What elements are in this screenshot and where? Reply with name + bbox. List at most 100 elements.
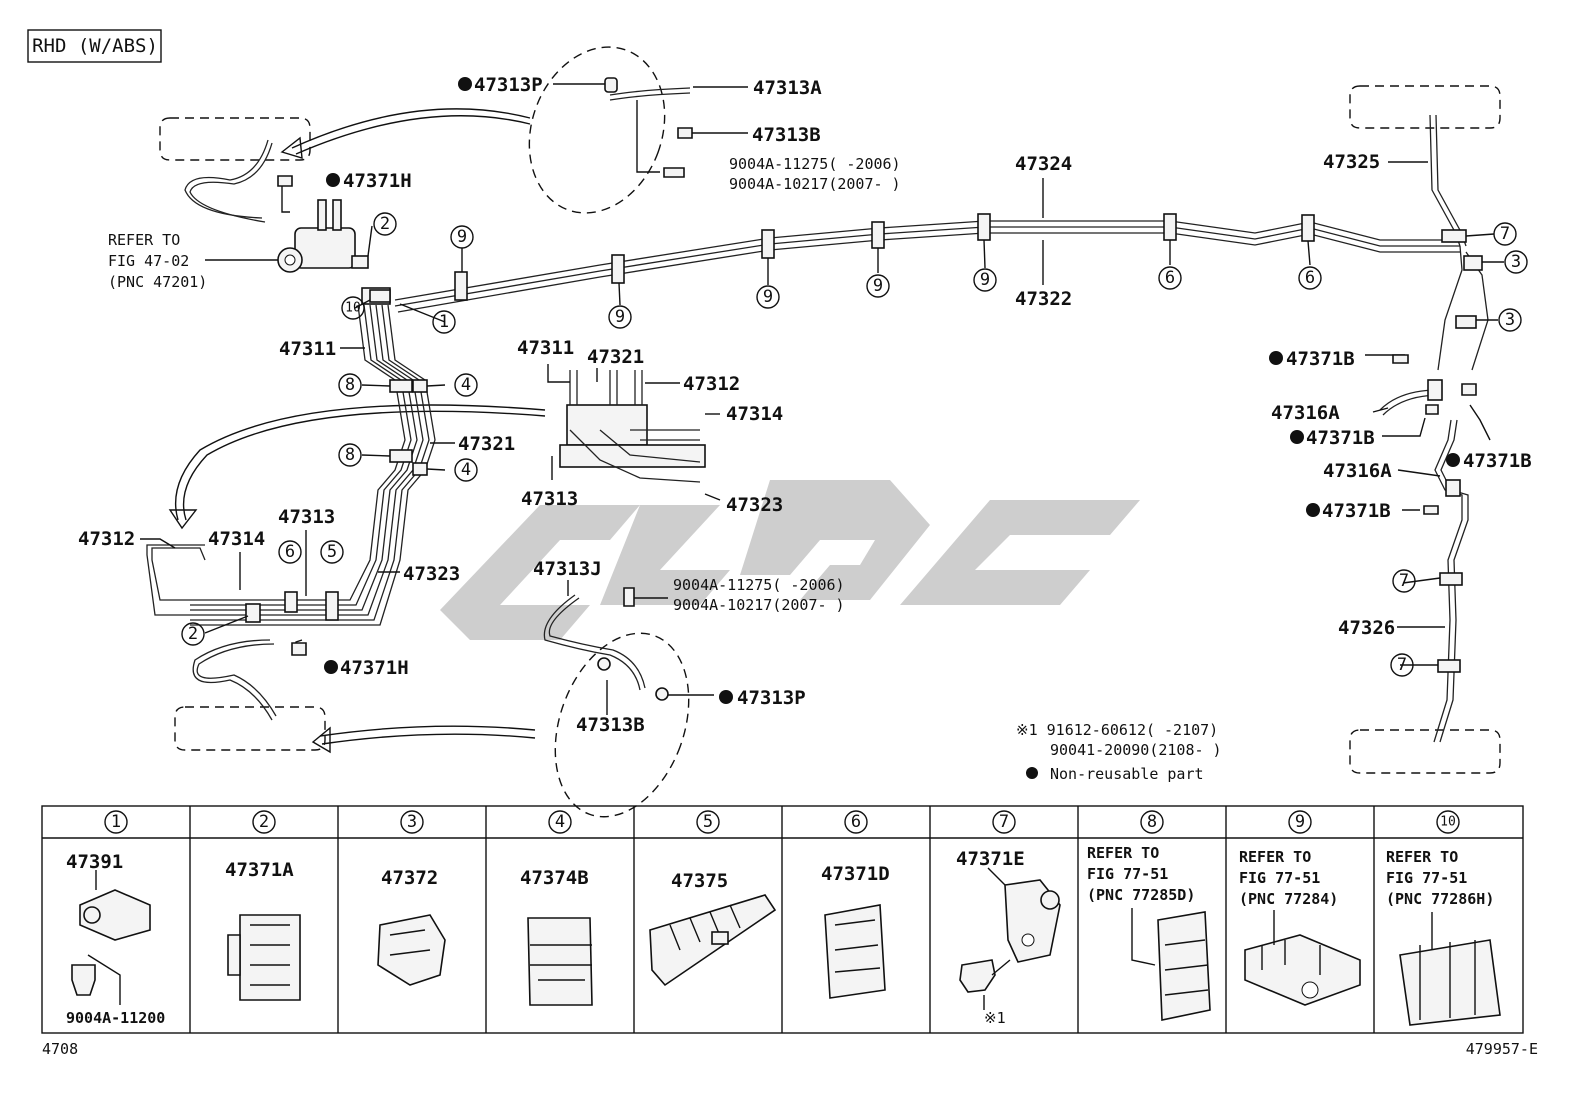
legend-10-illustration	[1399, 912, 1501, 1026]
wheel-box-front-left-top	[159, 117, 311, 161]
watermark-logo	[440, 480, 1140, 640]
circle-1: 1	[439, 312, 449, 332]
footer-figure-code: 479957-E	[1466, 1040, 1538, 1058]
wheel-box-rear-top	[1349, 85, 1501, 129]
callout-bolt-top-1: 9004A-11275( -2006)	[729, 155, 901, 173]
callout-47326: 47326	[1338, 617, 1395, 639]
circle-7-b: 7	[1399, 571, 1409, 591]
callout-47321-left: 47321	[458, 433, 515, 455]
callout-47322: 47322	[1015, 288, 1072, 310]
callout-refer-main-1: REFER TO	[108, 231, 180, 249]
legend-3-part: 47372	[381, 867, 438, 889]
legend-1-illustration	[71, 870, 151, 1005]
legend-9-line-2: FIG 77-51	[1239, 869, 1320, 887]
circle-2-bottom: 2	[188, 624, 198, 644]
diagram-circle-numbers: 2 1 10 9 9 9 9 9 6 6 7 3 3 7 7 8 4 8 4 6…	[181, 212, 1528, 677]
callout-47311-left: 47311	[279, 338, 336, 360]
note-1a: ※1 91612-60612( -2107)	[1016, 721, 1218, 739]
legend-7-part-a: 47371E	[956, 848, 1025, 870]
callout-47313J: 47313J	[533, 558, 602, 580]
callout-47371B-4: 47371B	[1322, 500, 1391, 522]
callout-47323-left: 47323	[403, 563, 460, 585]
callout-bolt-mid-1: 9004A-11275( -2006)	[673, 576, 845, 594]
circle-7-a: 7	[1500, 224, 1510, 244]
bolt-47313B-bottom	[597, 657, 611, 671]
rear-hose-fittings	[1427, 379, 1461, 497]
callout-47316A-1: 47316A	[1271, 402, 1340, 424]
part-callouts: 47313P 47313A 47313B 9004A-11275( -2006)…	[78, 74, 1532, 783]
callout-47313B-top: 47313B	[752, 124, 821, 146]
callout-47321-inset: 47321	[587, 346, 644, 368]
legend-9-line-3: (PNC 77284)	[1239, 890, 1338, 908]
reference-arrows	[168, 108, 546, 754]
callout-refer-main-3: (PNC 47201)	[108, 273, 207, 291]
callout-47314-inset: 47314	[726, 403, 783, 425]
legend-num-7: 7	[999, 812, 1009, 832]
circle-3-b: 3	[1505, 310, 1515, 330]
variant-label: RHD (W/ABS)	[32, 35, 158, 57]
clip-47313P-bottom	[655, 687, 669, 701]
junction-block-inset	[559, 370, 706, 483]
legend-1-part-b: 9004A-11200	[66, 1009, 165, 1027]
detail-ellipse-top	[528, 46, 666, 214]
legend-5-part: 47375	[671, 870, 728, 892]
legend-4-illustration	[527, 917, 593, 1006]
legend-table: 1 2 3 4 5 6 7 8 9 10 47391 9004A-11200 4…	[41, 805, 1524, 1034]
callout-47371B-1: 47371B	[1286, 348, 1355, 370]
circle-6-a: 6	[1165, 268, 1175, 288]
legend-num-9: 9	[1295, 812, 1305, 832]
circle-2-top: 2	[380, 214, 390, 234]
legend-10-line-3: (PNC 77286H)	[1386, 890, 1494, 908]
note-nonreusable: Non-reusable part	[1050, 765, 1204, 783]
circle-8-a: 8	[345, 375, 355, 395]
callout-bolt-top-2: 9004A-10217(2007- )	[729, 175, 901, 193]
legend-num-6: 6	[851, 812, 861, 832]
bolt-mid	[623, 587, 635, 607]
non-reusable-bullets	[324, 77, 1460, 779]
circle-4-b: 4	[461, 460, 471, 480]
callout-47371H-bottom: 47371H	[340, 657, 409, 679]
callout-47371B-2: 47371B	[1306, 427, 1375, 449]
circle-4-a: 4	[461, 375, 471, 395]
legend-8-line-3: (PNC 77285D)	[1087, 886, 1195, 904]
callout-47313A: 47313A	[753, 77, 822, 99]
wheel-box-rear-bottom	[1349, 729, 1501, 774]
bolt-47313B-top	[677, 127, 693, 139]
legend-7-illustration	[959, 867, 1061, 1010]
leader-lines	[140, 83, 1504, 715]
legend-num-3: 3	[407, 812, 417, 832]
wheel-box-front-left-bottom	[174, 706, 326, 751]
legend-8-line-1: REFER TO	[1087, 844, 1159, 862]
legend-5-illustration	[649, 894, 777, 987]
circle-5: 5	[327, 542, 337, 562]
callout-47324: 47324	[1015, 153, 1072, 175]
detail-ellipse-bottom	[554, 632, 690, 818]
circle-9-d: 9	[873, 276, 883, 296]
clip-47313P-top	[604, 77, 618, 93]
circle-6-c: 6	[285, 542, 295, 562]
callout-47313B-bottom: 47313B	[576, 714, 645, 736]
legend-6-part: 47371D	[821, 863, 890, 885]
legend-num-4: 4	[555, 812, 565, 832]
callout-47314-left: 47314	[208, 528, 265, 550]
callout-47371B-3: 47371B	[1463, 450, 1532, 472]
callout-47313-left: 47313	[278, 506, 335, 528]
callout-47316A-2: 47316A	[1323, 460, 1392, 482]
legend-headers: 1 2 3 4 5 6 7 8 9 10	[104, 810, 1460, 834]
callout-47325: 47325	[1323, 151, 1380, 173]
legend-1-part-a: 47391	[66, 851, 123, 873]
footer-page-code: 4708	[42, 1040, 78, 1058]
callout-47312-left: 47312	[78, 528, 135, 550]
callout-47312-inset: 47312	[683, 373, 740, 395]
legend-num-2: 2	[259, 812, 269, 832]
callout-bolt-mid-2: 9004A-10217(2007- )	[673, 596, 845, 614]
circle-3-a: 3	[1511, 252, 1521, 272]
circle-7-c: 7	[1397, 655, 1407, 675]
variant-box	[27, 29, 162, 63]
bolt-top	[663, 167, 685, 178]
legend-num-5: 5	[703, 812, 713, 832]
circle-6-b: 6	[1305, 268, 1315, 288]
note-1b: 90041-20090(2108- )	[1050, 741, 1222, 759]
legend-10-line-2: FIG 77-51	[1386, 869, 1467, 887]
legend-2-part: 47371A	[225, 859, 294, 881]
